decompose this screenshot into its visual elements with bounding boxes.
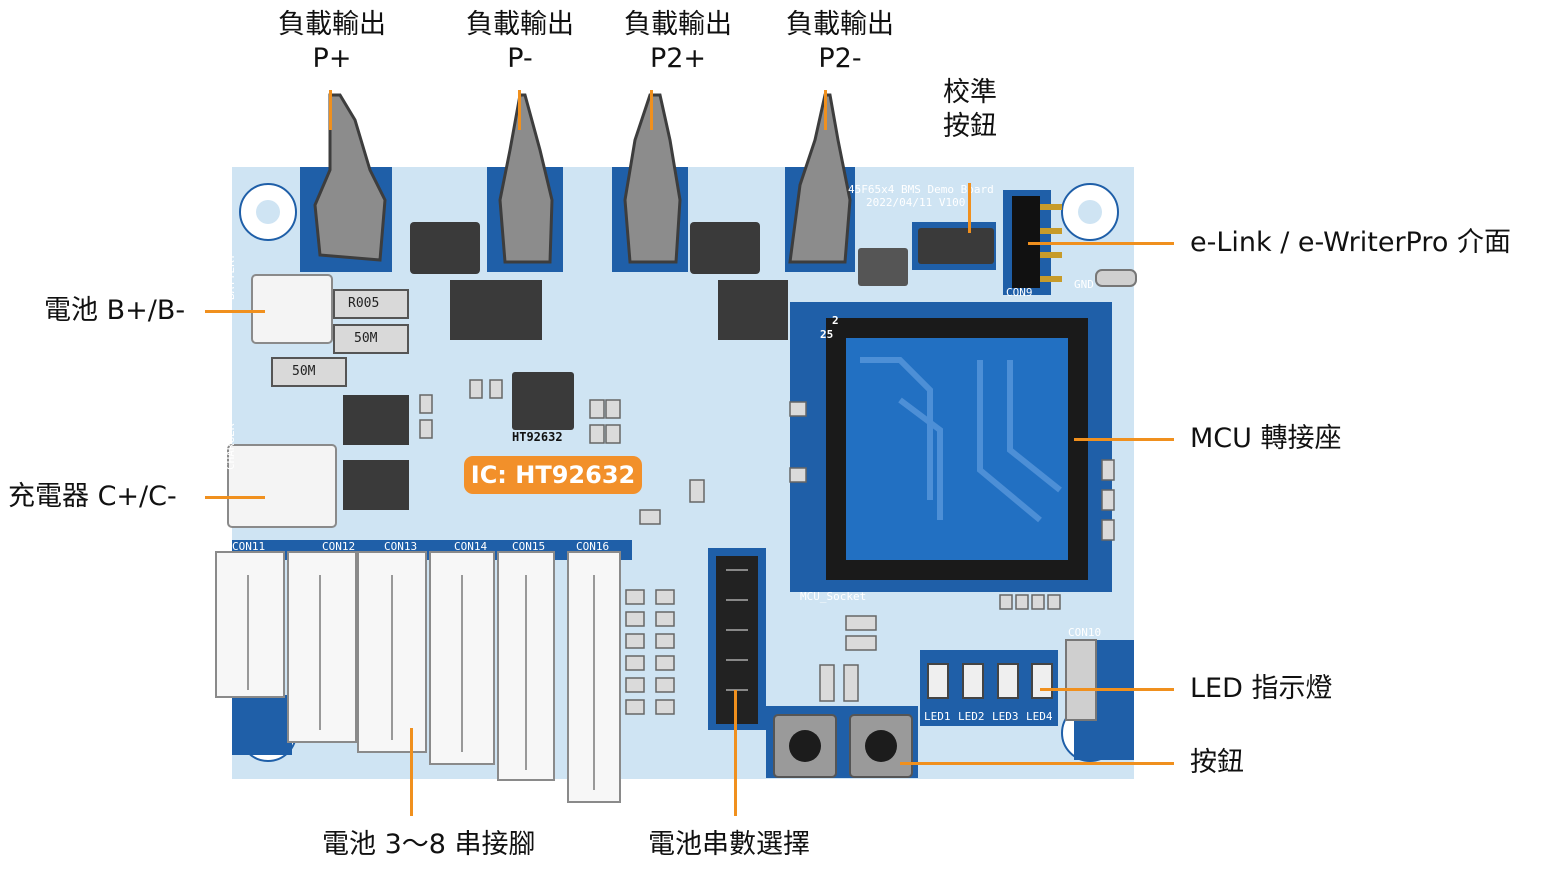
con11-body (215, 551, 285, 698)
leader-p-minus (518, 90, 521, 130)
clip-p-plus (313, 93, 387, 262)
callout-load-p2-minus-line1: 負載輸出 (786, 9, 894, 40)
con9-silk: CON9 (1006, 286, 1033, 299)
callout-battery: 電池 B+/B- (44, 295, 186, 326)
ht92632-chip (512, 372, 574, 430)
con16-silk: CON16 (576, 540, 610, 553)
callout-load-p2-minus-line2: P2- (818, 43, 862, 74)
clip-p2-minus (788, 93, 852, 264)
callout-load-p2-minus: 負載輸出 P2- (770, 8, 910, 76)
leader-p-plus (329, 90, 332, 130)
board-title-silk: 45F65x4 BMS Demo Board (848, 183, 994, 196)
led1 (927, 663, 949, 699)
leader-cell-select (734, 690, 737, 816)
mcu-socket-silk: MCU_Socket (800, 590, 867, 603)
led3-silk: LED3 (992, 710, 1019, 723)
leader-calibrate (968, 183, 971, 233)
leader-p2-minus (824, 90, 827, 130)
callout-load-p-minus-line1: 負載輸出 (466, 9, 574, 40)
leader-cell-pins (410, 728, 413, 816)
leader-led (1040, 688, 1174, 691)
led4 (1031, 663, 1053, 699)
resistor-r005 (333, 289, 409, 319)
resistor-50m-b (271, 357, 347, 387)
callout-load-p2-plus-line2: P2+ (649, 43, 707, 74)
resistor-label-50m-a: 50M (354, 331, 378, 346)
callout-calibrate-button: 校準 按鈕 (920, 76, 1020, 144)
led1-silk: LED1 (924, 710, 951, 723)
chip-label: HT92632 (512, 430, 563, 444)
callout-load-p-minus: 負載輸出 P- (450, 8, 590, 76)
con12-silk: CON12 (322, 540, 356, 553)
callout-load-p-plus-line2: P+ (312, 43, 352, 74)
con10-header (1065, 639, 1097, 721)
callout-charger: 充電器 C+/C- (8, 481, 177, 512)
leader-mcu (1074, 438, 1174, 441)
mcu-socket-well (846, 338, 1068, 560)
resistor-50m-a (333, 324, 409, 354)
con14-silk: CON14 (454, 540, 488, 553)
callout-load-p-plus: 負載輸出 P+ (262, 8, 402, 76)
resistor-label-50m-b: 50M (292, 364, 316, 379)
con15-silk: CON15 (512, 540, 546, 553)
callout-cell-select: 電池串數選擇 (648, 829, 810, 860)
con13-silk: CON13 (384, 540, 418, 553)
clip-p2-plus (623, 93, 682, 264)
led4-silk: LED4 (1026, 710, 1053, 723)
charger-silk: CHARGER (224, 423, 237, 470)
callout-elink: e-Link / e-WriterPro 介面 (1190, 227, 1511, 258)
charger-connector (227, 444, 337, 528)
battery-connector (251, 274, 333, 344)
callout-button: 按鈕 (1190, 747, 1244, 778)
con12-body (287, 551, 357, 743)
callout-mcu-socket: MCU 轉接座 (1190, 423, 1342, 454)
led3 (997, 663, 1019, 699)
board-date-silk: 2022/04/11 V100 (866, 196, 966, 209)
callout-calibrate-line1: 校準 (943, 77, 997, 108)
clip-p-minus (498, 93, 554, 264)
callout-load-p2-plus-line1: 負載輸出 (624, 9, 732, 40)
socket-pin-2: 2 (832, 314, 839, 327)
callout-load-p-minus-line2: P- (507, 43, 533, 74)
callout-load-p-plus-line1: 負載輸出 (278, 9, 386, 40)
resistor-label-r005: R005 (348, 296, 380, 311)
led2 (962, 663, 984, 699)
leader-button (900, 762, 1174, 765)
callout-load-p2-plus: 負載輸出 P2+ (608, 8, 748, 76)
leader-charger (205, 496, 265, 499)
ic-badge: IC: HT92632 (464, 456, 642, 494)
leader-p2-plus (650, 90, 653, 130)
callout-cell-pins: 電池 3～8 串接腳 (322, 829, 536, 860)
socket-pin-25: 25 (820, 328, 834, 341)
battery-silk: BATTERY (224, 253, 237, 300)
led2-silk: LED2 (958, 710, 985, 723)
leader-battery (205, 310, 265, 313)
gnd-silk: GND (1074, 278, 1094, 291)
cell-select-header (716, 556, 758, 724)
callout-calibrate-line2: 按鈕 (943, 111, 997, 142)
leader-elink (1028, 242, 1174, 245)
con11-silk: CON11 (232, 540, 266, 553)
con10-silk: CON10 (1068, 626, 1102, 639)
callout-led: LED 指示燈 (1190, 673, 1333, 704)
